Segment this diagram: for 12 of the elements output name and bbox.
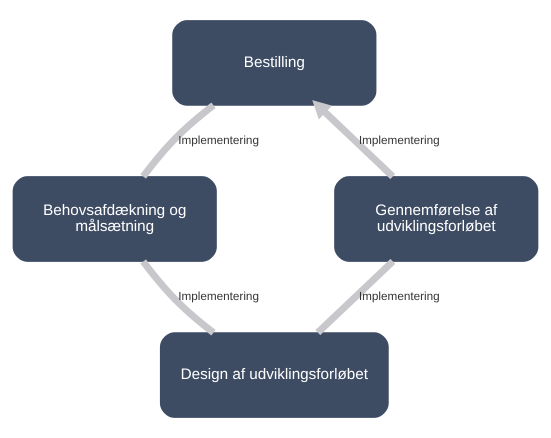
connector [315, 258, 396, 336]
node-box: Bestilling [172, 20, 376, 106]
connector [140, 102, 216, 179]
connector [140, 259, 216, 336]
edge-label: Implementering [178, 290, 259, 303]
edge-label: Implementering [178, 134, 259, 147]
edge-label: Implementering [358, 290, 440, 303]
edge-label: Implementering [358, 134, 440, 147]
node-box: Behovsafdækning og målsætning [12, 176, 217, 262]
node-box: Design af udviklingsforløbet [160, 332, 389, 418]
arrow [312, 100, 396, 180]
node-box: Gennemførelse af udviklingsforløbet [334, 176, 538, 262]
